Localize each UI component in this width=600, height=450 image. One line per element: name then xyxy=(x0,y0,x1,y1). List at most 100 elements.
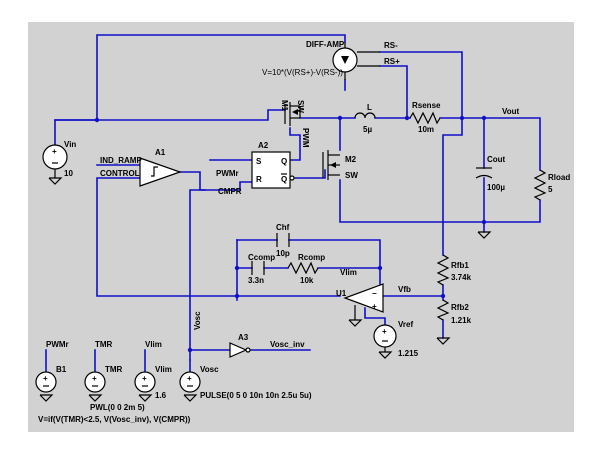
vlim-value: 1.6 xyxy=(155,391,167,400)
diff-amp-expression: V=10*(V(RS+)-V(RS-)) xyxy=(262,68,343,77)
vlim-u1-label: Vlim xyxy=(340,268,357,277)
a2-pin-s: S xyxy=(256,157,262,166)
tmr-pwl-expression: PWL(0 0 2m 5) xyxy=(90,403,145,412)
rsense-value: 10m xyxy=(418,125,434,134)
wire-q-to-m1 xyxy=(289,127,301,161)
wire-rs-minus xyxy=(379,51,463,119)
svg-text:+: + xyxy=(92,374,97,383)
rcomp-name: Rcomp xyxy=(298,253,325,262)
vosc-pulse-expression: PULSE(0 5 0 10n 10n 2.5u 5u) xyxy=(200,391,312,400)
rfb2-resistor[interactable] xyxy=(436,299,450,321)
rfb1-resistor[interactable] xyxy=(436,254,450,286)
m2-mosfet[interactable] xyxy=(322,150,340,180)
vosc-inv-label: Vosc_inv xyxy=(270,340,305,349)
a1-label: A1 xyxy=(155,148,166,157)
m1-label: M1 xyxy=(280,100,289,112)
rfb2-value: 1.21k xyxy=(451,316,472,325)
junction-dot xyxy=(481,219,487,225)
a2-pin-r: R xyxy=(256,175,262,184)
chf-capacitor[interactable] xyxy=(276,233,290,247)
chf-name: Chf xyxy=(276,223,290,232)
m1-mosfet[interactable] xyxy=(284,102,301,126)
wire-vosc-vertical xyxy=(189,189,206,361)
vref-name: Vref xyxy=(398,320,413,329)
svg-text:+: + xyxy=(382,327,387,336)
pwmr-a2-label: PWMr xyxy=(216,169,239,178)
wire-vin-to-m1 xyxy=(54,109,286,121)
svg-text:+: + xyxy=(372,302,377,311)
a1-comparator[interactable] xyxy=(139,157,182,187)
junction-dot xyxy=(234,265,240,271)
vin-source[interactable]: + xyxy=(42,144,68,185)
rload-value: 5 xyxy=(548,185,553,194)
wire-qbar-to-m2 xyxy=(289,169,326,179)
wire-rs-plus xyxy=(379,65,408,119)
b1-source[interactable]: + xyxy=(35,371,57,402)
ind-ramp-label: IND_RAMP xyxy=(100,156,142,165)
tmr-source[interactable]: + xyxy=(84,371,106,402)
vout-label: Vout xyxy=(502,107,520,116)
rload-name: Rload xyxy=(548,173,570,182)
vlim-source-label: Vlim xyxy=(155,365,172,374)
rsense-resistor[interactable] xyxy=(409,111,441,125)
vin-name: Vin xyxy=(64,140,76,149)
rsense-name: Rsense xyxy=(412,101,441,110)
diff-amp-source[interactable] xyxy=(332,42,380,80)
rload-resistor[interactable] xyxy=(533,169,547,201)
rs-plus-label: RS+ xyxy=(384,57,400,66)
vlim-source[interactable]: + xyxy=(134,371,156,402)
junction-dot xyxy=(94,117,100,123)
u1-label: U1 xyxy=(336,289,347,298)
a3-inverter[interactable] xyxy=(229,342,251,358)
pwmr-b1-label: PWMr xyxy=(46,340,69,349)
a2-sr-latch[interactable] xyxy=(251,151,295,189)
a2-pin-q: Q xyxy=(281,157,287,166)
inductor-l[interactable] xyxy=(354,112,376,119)
svg-text:+: + xyxy=(52,147,57,156)
inductor-value: 5µ xyxy=(363,125,372,134)
wire-m2-to-gnd-rail xyxy=(339,179,541,223)
rfb1-name: Rfb1 xyxy=(451,261,469,270)
junction-dot xyxy=(377,265,383,271)
junction-dot xyxy=(404,115,410,121)
junction-dots xyxy=(94,115,487,353)
wire-vin-top xyxy=(54,34,346,146)
m2-sw-label: SW xyxy=(345,171,358,180)
ground-symbol xyxy=(477,231,492,239)
rcomp-resistor[interactable] xyxy=(287,261,319,275)
ccomp-value: 3.3n xyxy=(248,276,264,285)
ccomp-capacitor[interactable] xyxy=(251,261,265,275)
u1-opamp[interactable]: − + xyxy=(343,283,384,327)
junction-dot xyxy=(440,293,446,299)
svg-text:+: + xyxy=(187,374,192,383)
vref-source[interactable]: + xyxy=(373,324,397,359)
m1-pwm-label: PWM xyxy=(301,128,310,148)
b1-expression: V=if(V(TMR)<2.5, V(Vosc_inv), V(CMPR)) xyxy=(38,415,191,424)
junction-dot xyxy=(459,115,465,121)
vfb-label: Vfb xyxy=(398,285,411,294)
chf-value: 10p xyxy=(276,249,290,258)
tmr-net-label: TMR xyxy=(95,340,113,349)
wire-u1-to-control xyxy=(96,177,341,297)
vlim-net-label: Vlim xyxy=(145,340,162,349)
vref-value: 1.215 xyxy=(398,349,419,358)
rcomp-value: 10k xyxy=(300,276,314,285)
ground-symbol xyxy=(436,337,451,345)
b1-label: B1 xyxy=(56,365,67,374)
wire-chf-right xyxy=(288,239,381,269)
schematic-background xyxy=(28,22,574,432)
junction-dot xyxy=(481,115,487,121)
vosc-source[interactable]: + xyxy=(179,371,201,402)
svg-text:+: + xyxy=(142,374,147,383)
cout-value: 100µ xyxy=(487,183,505,192)
vosc-source-label: Vosc xyxy=(200,365,219,374)
rfb1-value: 3.74k xyxy=(451,273,472,282)
cout-capacitor[interactable] xyxy=(475,167,493,179)
junction-dot xyxy=(234,293,240,299)
a2-label: A2 xyxy=(258,141,269,150)
m2-label: M2 xyxy=(345,155,357,164)
wire-rsense-to-out xyxy=(439,117,541,171)
junction-dot xyxy=(187,347,193,353)
rs-minus-label: RS- xyxy=(384,41,398,50)
